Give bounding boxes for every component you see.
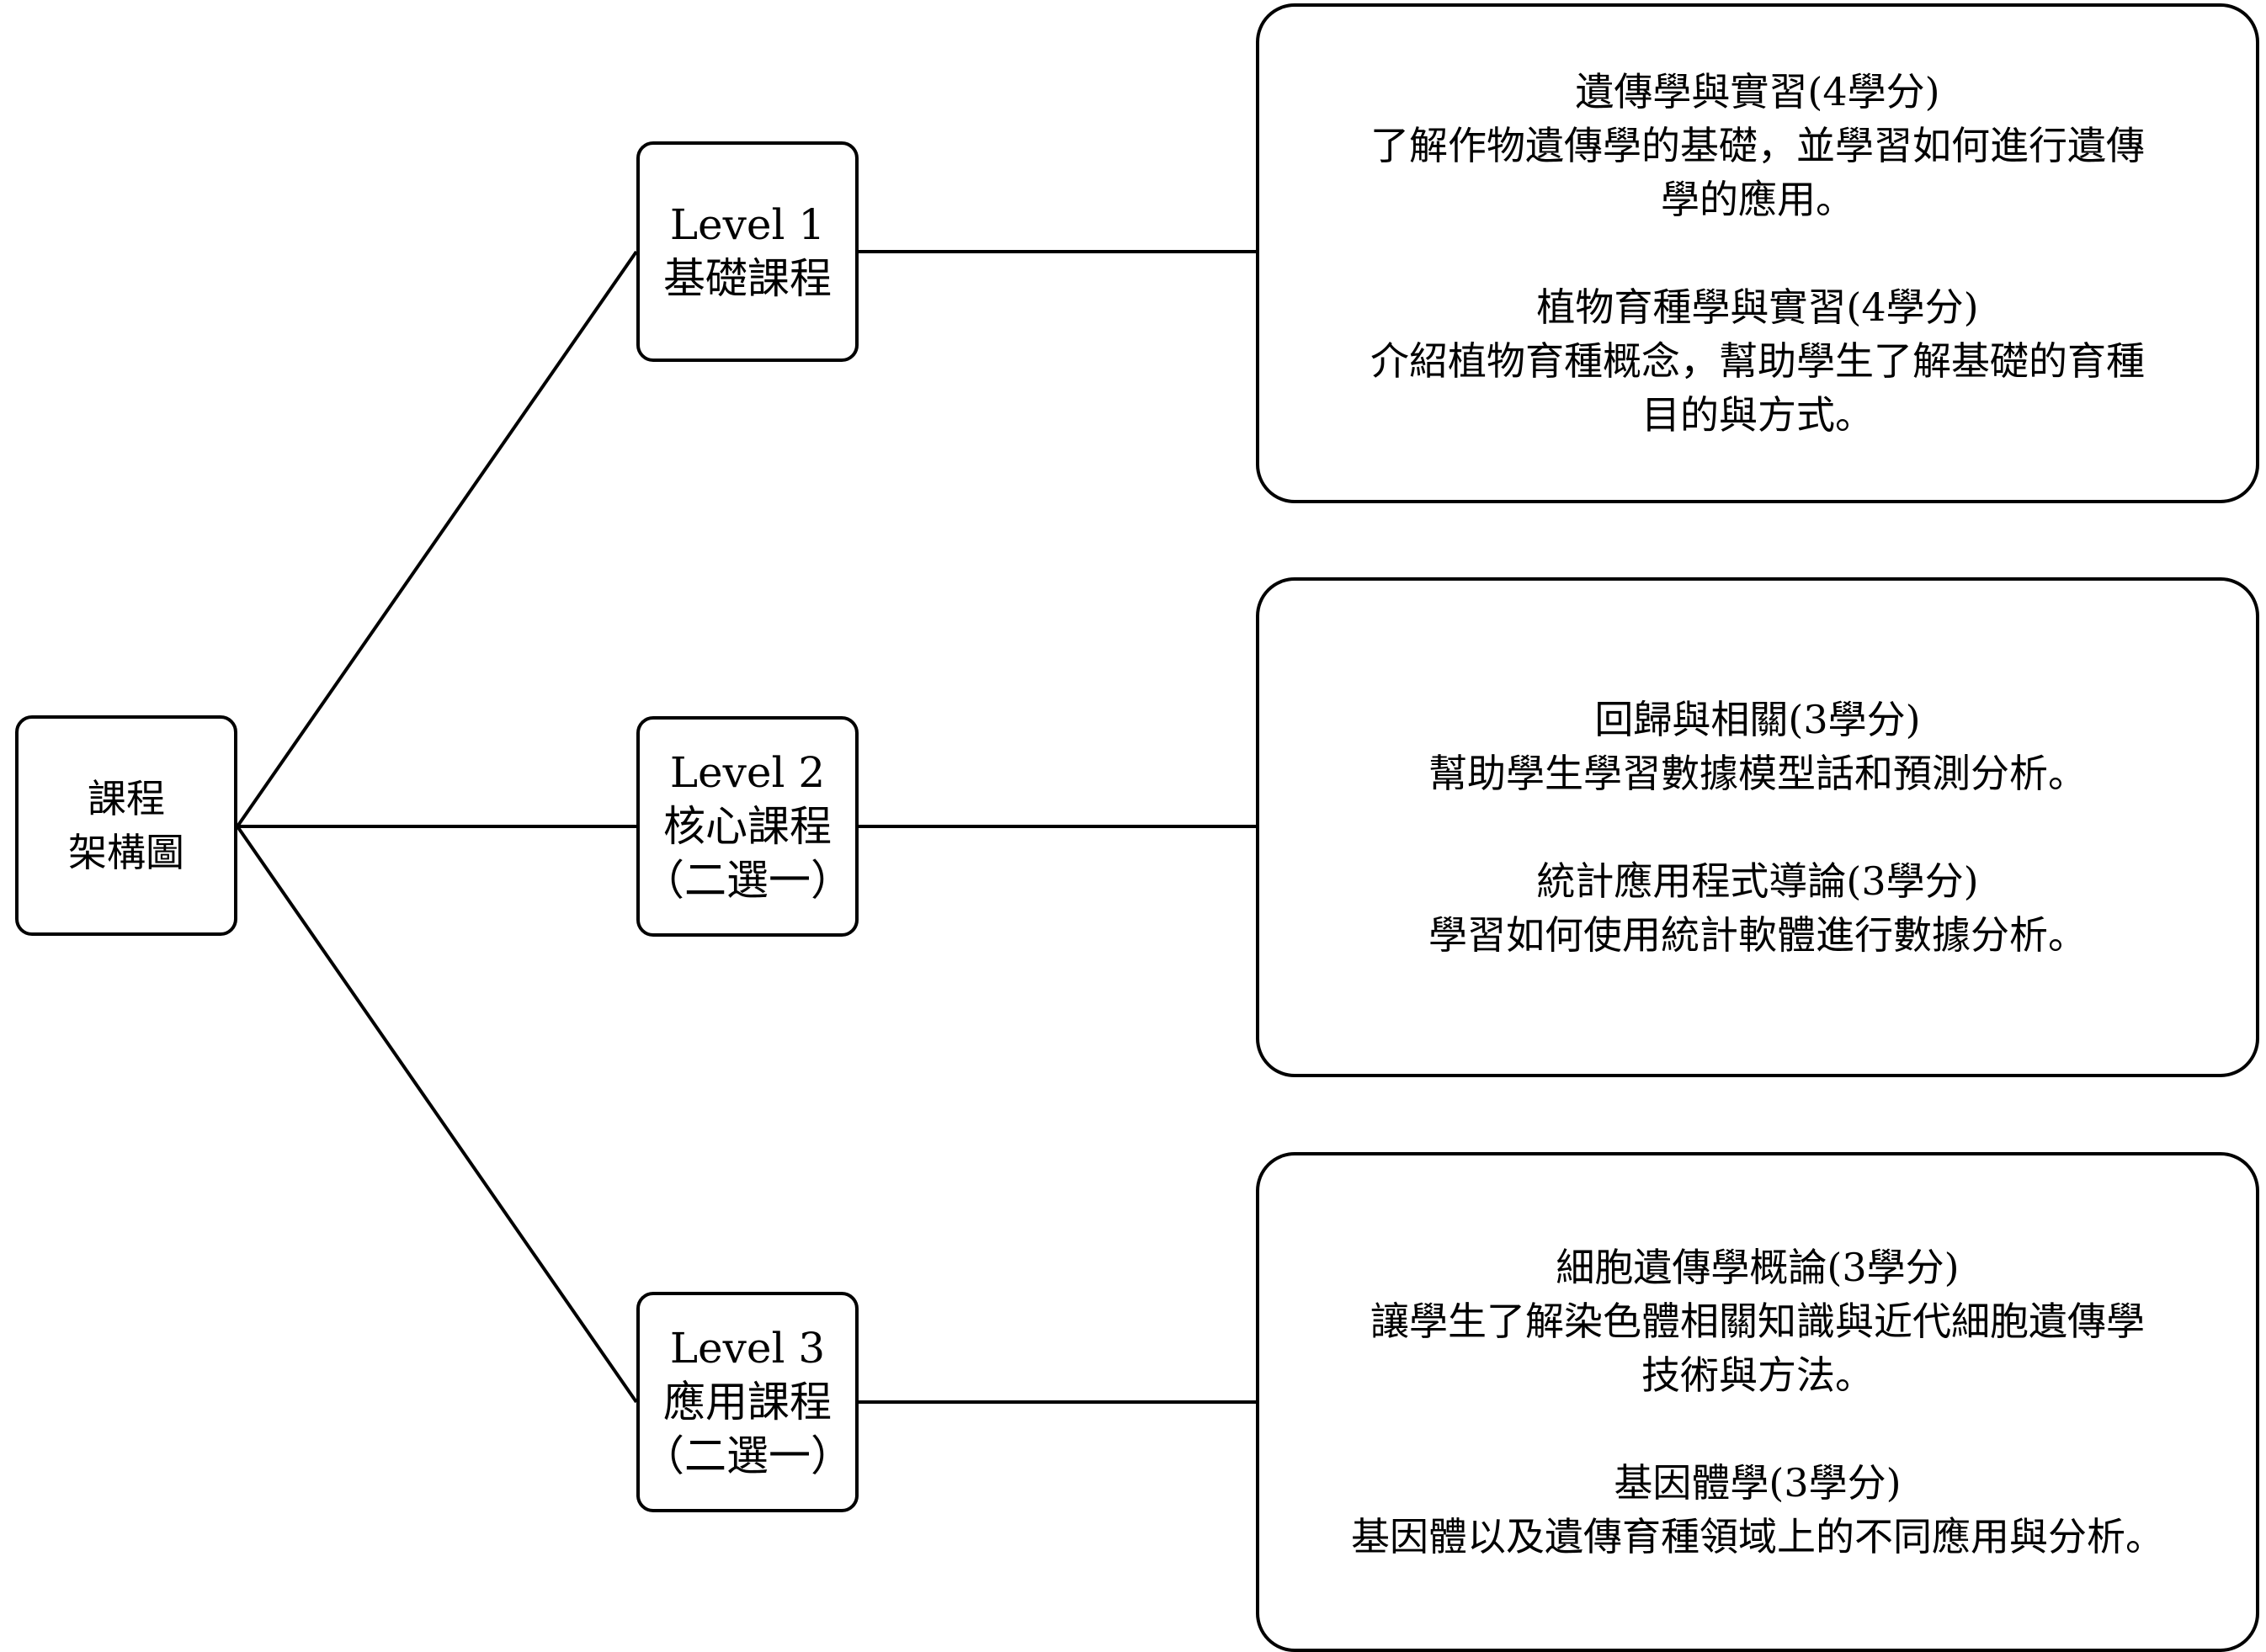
level-3-subtitle: 應用課程: [663, 1378, 832, 1426]
level-2-title: Level 2: [669, 748, 826, 797]
course-description-cont: 技術與方法。: [1641, 1352, 1874, 1398]
level-3-title: Level 3: [669, 1324, 826, 1373]
course-item: 細胞遺傳學概論(3學分) 讓學生了解染色體相關知識與近代細胞遺傳學 技術與方法。: [1370, 1240, 2145, 1402]
root-label-line1: 課程: [88, 776, 165, 821]
course-title: 基因體學(3學分): [1614, 1460, 1902, 1506]
level-3-choice-note: （二選一）: [642, 1432, 853, 1480]
course-description: 了解作物遺傳學的基礎，並學習如何進行遺傳: [1370, 123, 2145, 168]
course-description: 基因體以及遺傳育種領域上的不同應用與分析。: [1351, 1514, 2164, 1559]
course-item: 植物育種學與實習(4學分) 介紹植物育種概念，幫助學生了解基礎的育種 目的與方式…: [1370, 280, 2145, 442]
root-node: 課程 架構圖: [15, 715, 237, 936]
course-description: 介紹植物育種概念，幫助學生了解基礎的育種: [1370, 338, 2145, 384]
level-1-title: Level 1: [669, 200, 826, 249]
root-label-line2: 架構圖: [68, 830, 184, 875]
course-description: 幫助學生學習數據模型話和預測分析。: [1428, 751, 2087, 796]
course-title: 回歸與相關(3學分): [1594, 697, 1921, 742]
root-to-level3-connector: [236, 825, 638, 1404]
course-description: 學習如何使用統計軟體進行數據分析。: [1428, 912, 2087, 958]
level-2-choice-note: （二選一）: [642, 856, 853, 905]
level-1-courses-box: 遺傳學與實習(4學分) 了解作物遺傳學的基礎，並學習如何進行遺傳 學的應用。 植…: [1256, 3, 2259, 503]
level-3-node: Level 3 應用課程 （二選一）: [636, 1292, 859, 1512]
level-1-node: Level 1 基礎課程: [636, 141, 859, 362]
level-2-courses-box: 回歸與相關(3學分) 幫助學生學習數據模型話和預測分析。 統計應用程式導論(3學…: [1256, 577, 2259, 1077]
level-3-courses-box: 細胞遺傳學概論(3學分) 讓學生了解染色體相關知識與近代細胞遺傳學 技術與方法。…: [1256, 1152, 2259, 1652]
course-description-cont: 學的應用。: [1661, 177, 1854, 222]
course-title: 統計應用程式導論(3學分): [1536, 858, 1979, 904]
root-to-level1-connector: [236, 250, 638, 828]
course-item: 基因體學(3學分) 基因體以及遺傳育種領域上的不同應用與分析。: [1351, 1456, 2164, 1564]
course-item: 統計應用程式導論(3學分) 學習如何使用統計軟體進行數據分析。: [1428, 854, 2087, 962]
course-item: 遺傳學與實習(4學分) 了解作物遺傳學的基礎，並學習如何進行遺傳 學的應用。: [1370, 65, 2145, 226]
level-1-subtitle: 基礎課程: [663, 254, 832, 303]
level-2-subtitle: 核心課程: [663, 802, 832, 851]
level-2-node: Level 2 核心課程 （二選一）: [636, 716, 859, 937]
course-title: 細胞遺傳學概論(3學分): [1556, 1245, 1960, 1290]
course-description-cont: 目的與方式。: [1641, 392, 1874, 438]
course-description: 讓學生了解染色體相關知識與近代細胞遺傳學: [1370, 1299, 2145, 1344]
course-item: 回歸與相關(3學分) 幫助學生學習數據模型話和預測分析。: [1428, 693, 2087, 800]
course-title: 植物育種學與實習(4學分): [1536, 284, 1979, 330]
course-title: 遺傳學與實習(4學分): [1575, 69, 1940, 114]
